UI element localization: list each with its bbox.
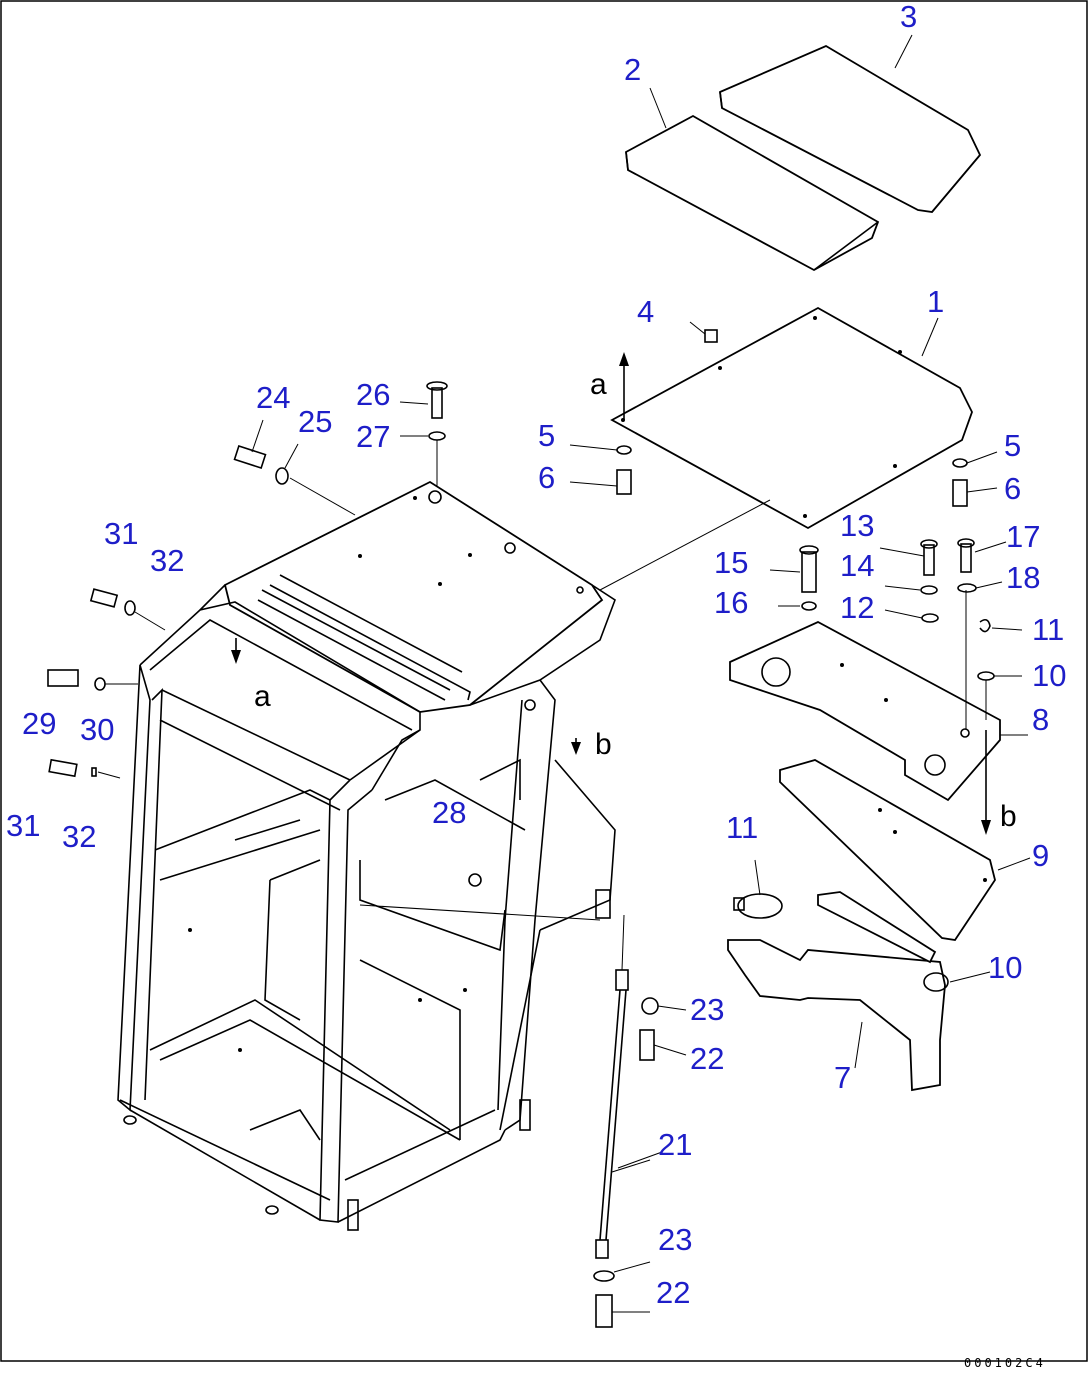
callout-32-upper: 32: [150, 543, 184, 578]
part-2-pad: [625, 114, 880, 272]
callout-11: 11: [726, 810, 758, 845]
callout-29: 29: [22, 706, 56, 741]
callout-3: 3: [900, 0, 917, 34]
arrow-a-up: [619, 352, 629, 420]
callout-8: 8: [1032, 702, 1049, 737]
part-29-30-bolt: [47, 669, 138, 691]
callout-10: 10: [988, 950, 1022, 985]
part-10-clip: [923, 972, 949, 992]
callout-28: 28: [432, 795, 466, 830]
callout-14: 12: [840, 590, 874, 625]
hardware-bracket-bolts: [769, 538, 1023, 730]
ref-a-cab: a: [254, 680, 271, 713]
callout-24: 24: [256, 380, 290, 415]
callout-27: 27: [356, 419, 390, 454]
callout-5-left: 5: [538, 418, 555, 453]
callout-31-upper: 31: [104, 516, 138, 551]
part-9-bracket-plate: [779, 759, 996, 941]
ref-b-cab: b: [595, 728, 612, 761]
callout-31-lower: 31: [6, 808, 40, 843]
part-1-roof-plate: [610, 306, 973, 530]
callout-17: 15: [714, 545, 748, 580]
drawing-code: 000102C4: [964, 1356, 1046, 1370]
callout-21: 21: [658, 1127, 692, 1162]
callout-30: 30: [80, 712, 114, 747]
callout-6-left: 6: [538, 460, 555, 495]
part-11-clamp: [733, 859, 783, 919]
callout-32-lower: 32: [62, 819, 96, 854]
ref-b-bracket: b: [1000, 800, 1017, 833]
ref-a-roof: a: [590, 368, 607, 401]
part-5-6-bolt-right: [952, 451, 998, 507]
callout-6-right: 6: [1004, 471, 1021, 506]
callout-7: 7: [834, 1060, 851, 1095]
callout-20: 18: [1006, 560, 1040, 595]
part-8-bracket-plate: [729, 620, 1001, 802]
callout-15: 13: [840, 508, 874, 543]
callout-22-lower: 22: [656, 1275, 690, 1310]
cab-frame: [117, 480, 771, 1231]
part-3-cover-pad: [719, 44, 982, 213]
callout-5-right: 5: [1004, 428, 1021, 463]
part-7-bracket: [727, 891, 946, 1092]
callout-12: 10: [1032, 658, 1066, 693]
callout-labels: 3 2 1 4 5 6 5 6 26 27 24 25 13 17 15 14 …: [6, 0, 1066, 1310]
callout-16: 14: [840, 548, 874, 583]
part-4-grommet: [689, 321, 718, 343]
callout-9: 9: [1032, 838, 1049, 873]
callout-4: 4: [637, 294, 654, 329]
part-21-stay: [593, 914, 687, 1328]
reference-letters: a a b b: [254, 368, 1017, 833]
callout-23-upper: 23: [690, 992, 724, 1027]
callout-1: 1: [927, 284, 944, 319]
callout-23-lower: 23: [658, 1222, 692, 1257]
arrow-a-down-marker: [231, 638, 241, 664]
callout-2: 2: [624, 52, 641, 87]
callout-22-upper: 22: [690, 1041, 724, 1076]
part-5-6-bolt-left: [569, 444, 632, 495]
callout-19: 17: [1006, 519, 1040, 554]
arrow-b-down: [981, 730, 991, 835]
callout-leaders: [617, 34, 1031, 1169]
part-31-32-upper: [89, 588, 166, 631]
part-24-25-bolt: [233, 419, 356, 516]
part-26-27-bolt: [399, 381, 448, 500]
part-31-32-lower: [48, 758, 121, 779]
callout-18: 16: [714, 585, 748, 620]
callout-25: 25: [298, 404, 332, 439]
callout-13: 11: [1032, 612, 1064, 647]
callout-26: 26: [356, 377, 390, 412]
arrow-b-marker: [571, 738, 581, 755]
